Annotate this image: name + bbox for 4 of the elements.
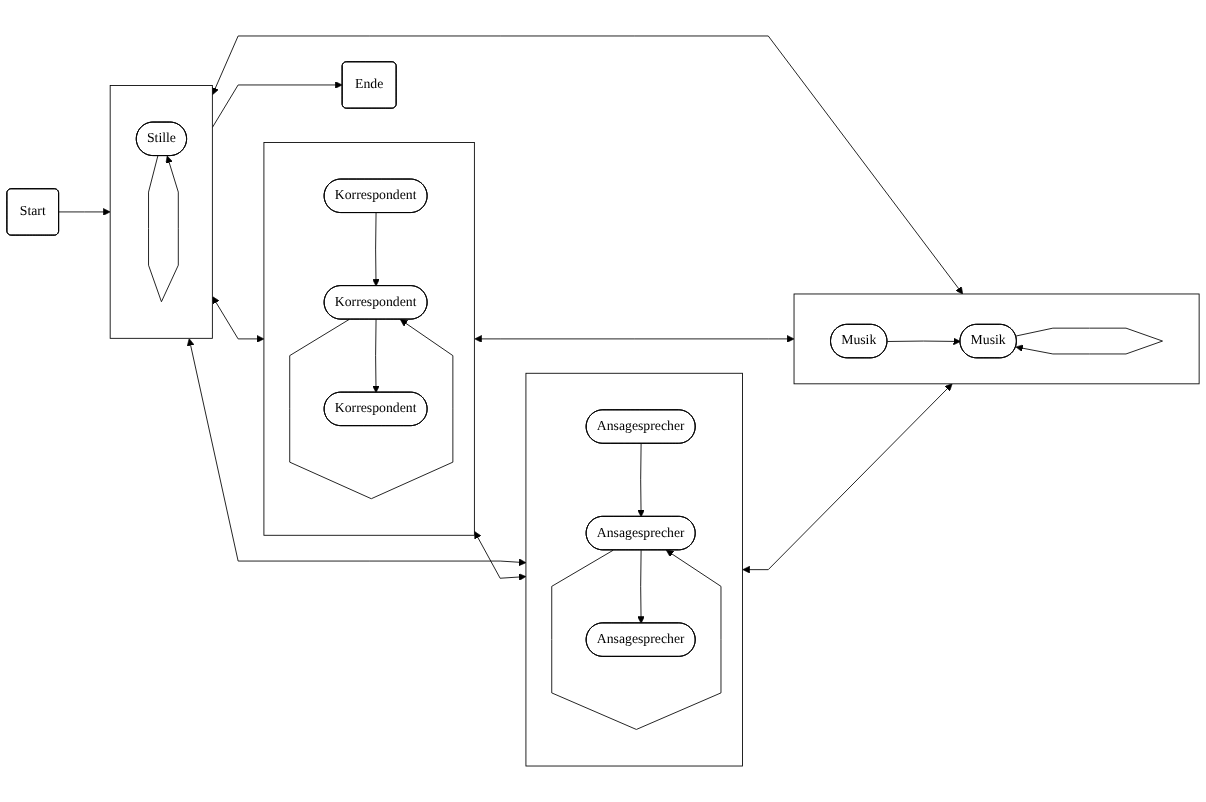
cluster: [525, 372, 743, 767]
cluster: [793, 293, 1200, 385]
cluster: [263, 142, 475, 536]
cluster: [109, 85, 213, 339]
